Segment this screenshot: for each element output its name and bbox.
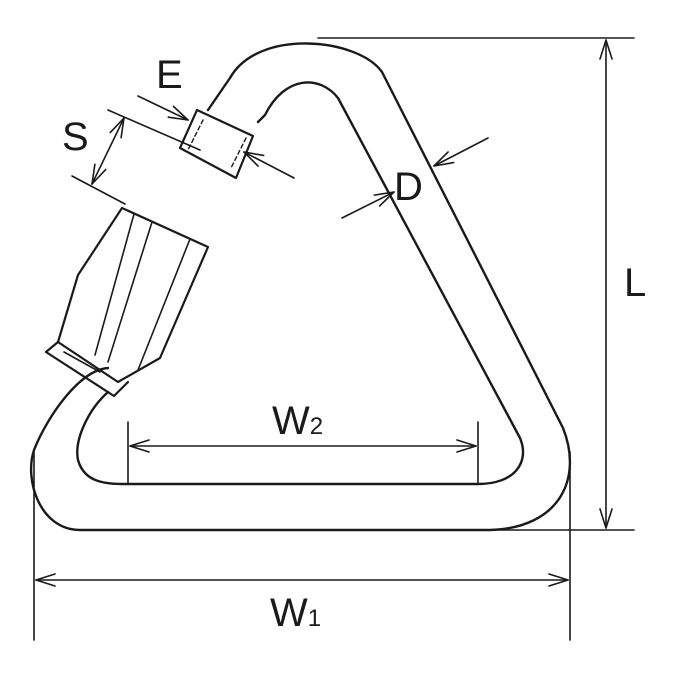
dimension-W1	[33, 451, 571, 641]
D-arrow-lower	[341, 191, 395, 219]
gate-collar	[178, 108, 255, 180]
label-E: E	[156, 53, 183, 97]
label-W2: W2	[272, 399, 323, 443]
link-inner-outline	[76, 81, 525, 486]
dimension-L	[317, 37, 635, 531]
gate-sleeve	[44, 206, 210, 398]
sleeve-hex-body	[56, 206, 210, 384]
dimension-D	[341, 137, 489, 219]
label-W2-main: W	[272, 399, 310, 443]
sleeve-facet-line	[107, 221, 153, 363]
label-W1-subscript: 1	[308, 605, 321, 632]
link-body	[29, 42, 572, 532]
label-L: L	[624, 261, 646, 305]
S-extension-bottom	[71, 175, 126, 205]
sleeve-collar-line	[63, 351, 101, 373]
gate-collar-body	[178, 108, 255, 180]
dimension-S	[71, 109, 201, 205]
sleeve-facet-line	[137, 238, 191, 371]
E-arrow-right	[243, 151, 295, 179]
S-dimension-line	[91, 117, 125, 185]
dimension-W2	[127, 421, 479, 485]
label-W1-main: W	[270, 591, 308, 635]
gate-collar-dash	[230, 137, 247, 169]
E-arrow-left	[137, 95, 189, 121]
label-D: D	[394, 165, 423, 209]
label-W1: W1	[270, 591, 321, 635]
label-S: S	[62, 115, 89, 159]
label-W2-subscript: 2	[310, 413, 323, 440]
sleeve-end-collar	[44, 340, 130, 398]
dimension-E	[137, 95, 295, 179]
D-arrow-upper	[433, 137, 489, 167]
link-outer-outline	[29, 42, 572, 532]
sleeve-facet-line	[94, 213, 135, 356]
S-extension-top	[107, 109, 201, 151]
